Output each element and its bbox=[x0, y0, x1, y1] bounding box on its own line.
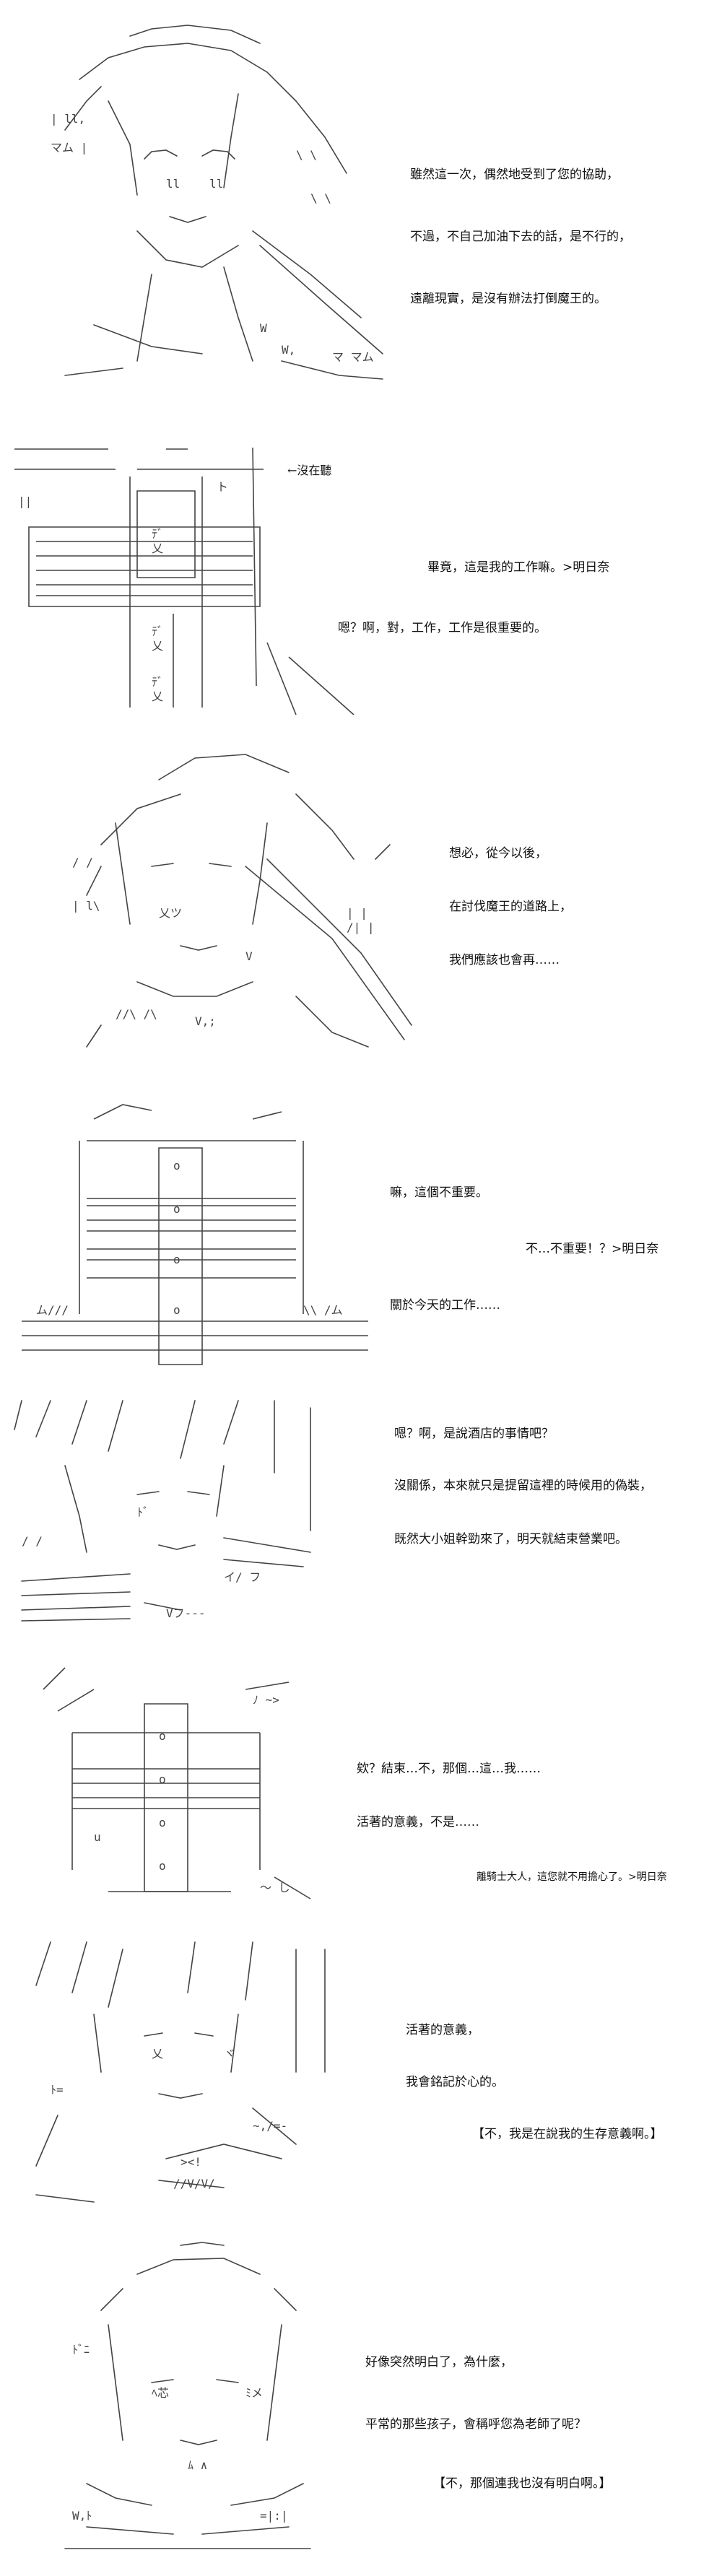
dialogue-line: 離騎士大人，這您就不用擔心了。>明日奈 bbox=[477, 1871, 667, 1883]
dialogue-line: 我們應該也會再…… bbox=[449, 953, 560, 967]
svg-text:u: u bbox=[94, 1830, 101, 1844]
panel-7: 乂 ヾ ﾄ= ><! //V/V/ ~,/=- 活著的意義， 我會銘記於心的。 … bbox=[0, 1920, 722, 2224]
svg-text:ﾃﾞ: ﾃﾞ bbox=[152, 527, 163, 541]
svg-text:乂: 乂 bbox=[152, 639, 163, 653]
svg-text:ll: ll bbox=[166, 177, 180, 191]
dialogue-line: 不過，不自己加油下去的話，是不行的， bbox=[410, 230, 631, 244]
dialogue-line: 在討伐魔王的道路上， bbox=[449, 900, 572, 914]
svg-text:/| |: /| | bbox=[347, 921, 375, 934]
svg-text:W: W bbox=[260, 321, 267, 335]
svg-text:乂: 乂 bbox=[152, 689, 163, 703]
dialogue-line: 遠離現實，是沒有辦法打倒魔王的。 bbox=[410, 292, 606, 306]
svg-text:/ /: / / bbox=[72, 856, 93, 869]
dialogue-line: 想必，從今以後， bbox=[449, 846, 547, 861]
svg-text:ll: ll bbox=[209, 177, 223, 191]
dialogue-line: 畢竟，這是我的工作嘛。>明日奈 bbox=[427, 560, 610, 575]
svg-text:o: o bbox=[159, 1772, 166, 1786]
svg-text:V: V bbox=[245, 949, 253, 963]
svg-text:乂: 乂 bbox=[152, 2047, 163, 2061]
panel-1: | ll, マム | \ \ \ \ ll ll W W, マ マム 雖然這一次… bbox=[0, 0, 722, 404]
svg-text:ﾍ芯: ﾍ芯 bbox=[152, 2386, 169, 2400]
svg-text:| l\: | l\ bbox=[72, 899, 100, 913]
svg-text:ﾃﾞ: ﾃﾞ bbox=[152, 675, 163, 689]
svg-text:o: o bbox=[173, 1253, 180, 1266]
svg-text:o: o bbox=[159, 1729, 166, 1743]
ascii-art-character-8: ﾄﾞﾆ ﾍ芯 ﾐメ ﾑ ∧ W,ﾄ =|:| bbox=[43, 2238, 332, 2563]
svg-text:ﾄﾞ: ﾄﾞ bbox=[137, 1505, 149, 1519]
dialogue-line: 欸？結束…不，那個…這…我…… bbox=[357, 1762, 541, 1776]
dialogue-line: 雖然這一次，偶然地受到了您的協助， bbox=[410, 167, 619, 182]
dialogue-line: 平常的那些孩子，會稱呼您為老師了呢？ bbox=[365, 2417, 586, 2432]
svg-text:乂: 乂 bbox=[152, 541, 163, 555]
dialogue-line: 沒關係，本來就只是提留這裡的時候用的偽裝， bbox=[394, 1479, 652, 1493]
svg-text:ﾉ ~>: ﾉ ~> bbox=[253, 1693, 279, 1707]
svg-text:ﾐメ: ﾐメ bbox=[245, 2386, 263, 2400]
svg-text:\\ /ム: \\ /ム bbox=[303, 1303, 343, 1317]
svg-text:マ マム: マ マム bbox=[332, 350, 374, 364]
svg-text:W,: W, bbox=[282, 343, 295, 357]
dialogue-line: 我會銘記於心的。 bbox=[406, 2075, 504, 2089]
svg-text:=|:|: =|:| bbox=[260, 2509, 288, 2523]
dialogue-line: 活著的意義，不是…… bbox=[357, 1815, 479, 1829]
svg-text:ム///: ム/// bbox=[36, 1303, 69, 1317]
svg-text:ﾄﾞﾆ: ﾄﾞﾆ bbox=[72, 2343, 90, 2357]
svg-text:| |: | | bbox=[347, 906, 367, 920]
dialogue-line: 不…不重要！？>明日奈 bbox=[526, 1242, 659, 1256]
svg-text:\ \: \ \ bbox=[296, 148, 317, 162]
svg-text:o: o bbox=[159, 1859, 166, 1873]
svg-text:| ll,: | ll, bbox=[51, 112, 85, 126]
dialogue-line: 嘛，這個不重要。 bbox=[390, 1185, 488, 1200]
svg-text:V,;: V,; bbox=[195, 1014, 216, 1028]
ascii-art-knight-helmet-4: o o o o ム/// \\ /ム bbox=[7, 1076, 383, 1372]
panel-8: ﾄﾞﾆ ﾍ芯 ﾐメ ﾑ ∧ W,ﾄ =|:| 好像突然明白了，為什麼， 平常的那… bbox=[0, 2224, 722, 2576]
svg-text:Vフ---: Vフ--- bbox=[166, 1606, 206, 1620]
dialogue-line: 嗯？啊，對，工作，工作是很重要的。 bbox=[338, 621, 547, 635]
svg-text://V/V/: //V/V/ bbox=[173, 2177, 215, 2190]
svg-text:W,ﾄ: W,ﾄ bbox=[72, 2509, 92, 2523]
svg-text:マム |: マム | bbox=[51, 141, 87, 155]
svg-text:\ \: \ \ bbox=[310, 191, 331, 205]
side-note: ←沒在聽 bbox=[287, 464, 332, 477]
ascii-art-character-7: 乂 ヾ ﾄ= ><! //V/V/ ~,/=- bbox=[7, 1928, 361, 2216]
svg-text:ﾃﾞ: ﾃﾞ bbox=[152, 625, 163, 638]
svg-text:o: o bbox=[173, 1303, 180, 1317]
dialogue-line: 【不，那個連我也沒有明白啊。】 bbox=[433, 2476, 612, 2491]
svg-text:ヾ: ヾ bbox=[224, 2047, 235, 2061]
ascii-art-scene-2: ﾃﾞ 乂 ﾃﾞ 乂 ﾃﾞ 乂 || ト bbox=[7, 412, 368, 715]
svg-text:><!: ><! bbox=[180, 2155, 201, 2169]
ascii-art-character-5: ﾄﾞ / / イ/ フ Vフ--- bbox=[7, 1386, 347, 1639]
svg-text:o: o bbox=[173, 1159, 180, 1172]
svg-text:o: o bbox=[173, 1202, 180, 1216]
dialogue-line: 嗯？啊，是說酒店的事情吧？ bbox=[394, 1427, 554, 1441]
ascii-art-knight-helmet-6: o o o o u ～ し ﾉ ~> bbox=[14, 1661, 332, 1913]
panel-5: ﾄﾞ / / イ/ フ Vフ--- 嗯？啊，是說酒店的事情吧？ 沒關係，本來就只… bbox=[0, 1379, 722, 1646]
dialogue-line: 好像突然明白了，為什麼， bbox=[365, 2355, 513, 2370]
panel-3: / / | l\ | | /| | 乂ツ V //\ /\ V,; 想必，從今以… bbox=[0, 722, 722, 1069]
panel-2: ﾃﾞ 乂 ﾃﾞ 乂 ﾃﾞ 乂 || ト ←沒在聽 畢竟，這是我的工作嘛。>明日奈… bbox=[0, 404, 722, 722]
svg-text:ト: ト bbox=[217, 480, 228, 494]
svg-text:乂ツ: 乂ツ bbox=[159, 906, 182, 920]
svg-text:~,/=-: ~,/=- bbox=[253, 2119, 287, 2133]
svg-text:ﾑ ∧: ﾑ ∧ bbox=[188, 2458, 207, 2472]
dialogue-line: 【不，我是在說我的生存意義啊。】 bbox=[472, 2127, 663, 2141]
dialogue-line: 活著的意義， bbox=[406, 2023, 479, 2037]
panel-4: o o o o ム/// \\ /ム 嘛，這個不重要。 不…不重要！？>明日奈 … bbox=[0, 1069, 722, 1379]
svg-text:/ /: / / bbox=[22, 1534, 43, 1548]
dialogue-line: 既然大小姐幹勁來了，明天就結束營業吧。 bbox=[394, 1532, 627, 1546]
ascii-art-character-1: | ll, マム | \ \ \ \ ll ll W W, マ マム bbox=[22, 14, 397, 390]
svg-text:イ/ フ: イ/ フ bbox=[224, 1570, 261, 1584]
svg-text:ﾄ=: ﾄ= bbox=[51, 2083, 64, 2097]
ascii-art-character-3: / / | l\ | | /| | 乂ツ V //\ /\ V,; bbox=[29, 736, 433, 1061]
svg-text:o: o bbox=[159, 1816, 166, 1829]
svg-text:||: || bbox=[18, 495, 32, 508]
svg-text://\ /\: //\ /\ bbox=[116, 1007, 157, 1021]
svg-text:～ し: ～ し bbox=[260, 1881, 290, 1894]
dialogue-line: 關於今天的工作…… bbox=[390, 1298, 500, 1313]
panel-6: o o o o u ～ し ﾉ ~> 欸？結束…不，那個…這…我…… 活著的意義… bbox=[0, 1646, 722, 1920]
